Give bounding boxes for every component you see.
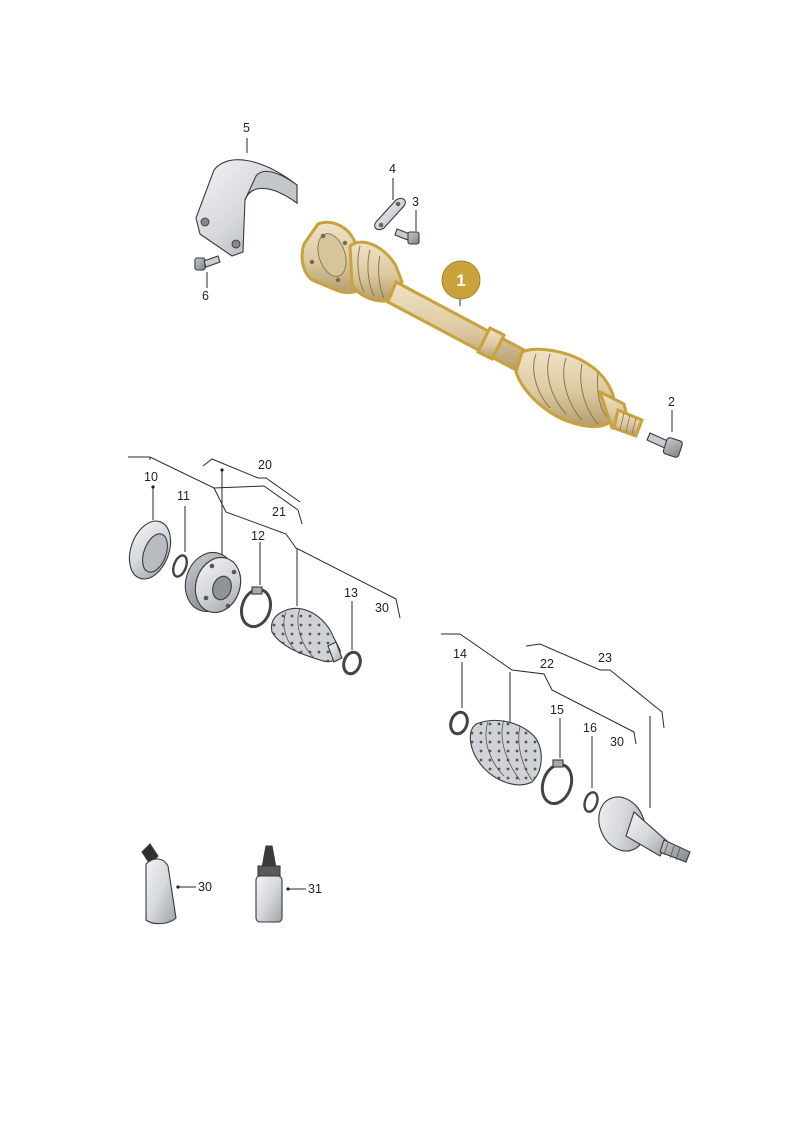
lock-plate-part — [374, 197, 406, 231]
callout-11: 11 — [177, 489, 190, 503]
bolt-2-part — [646, 432, 683, 458]
callout-31: 31 — [308, 882, 322, 896]
dust-cap-part — [128, 520, 172, 580]
callout-15: 15 — [550, 703, 564, 717]
bracket-line-22 — [441, 633, 637, 745]
screw-6-part — [194, 255, 221, 271]
clamp-13-part — [342, 650, 362, 676]
grease-tube-part — [141, 843, 177, 925]
callout-1-badge: 1 — [441, 260, 481, 300]
clamp-14-part — [449, 710, 469, 736]
outer-boot-part — [469, 719, 542, 786]
circlip-16-part — [583, 791, 599, 813]
outer-cv-joint-part — [598, 796, 691, 863]
clamp-15-part — [540, 759, 574, 806]
callout-6: 6 — [202, 289, 209, 303]
bracket-line-20 — [128, 456, 303, 525]
callout-2: 2 — [668, 395, 675, 409]
callout-16: 16 — [583, 721, 597, 735]
circlip-11-part — [172, 554, 188, 578]
callout-30c: 30 — [198, 880, 212, 894]
callout-23: 23 — [598, 651, 612, 665]
bolt-3-part — [394, 228, 420, 245]
callout-10: 10 — [144, 470, 158, 484]
callout-14: 14 — [453, 647, 467, 661]
callout-30b: 30 — [610, 735, 624, 749]
heat-shield-part — [195, 159, 298, 257]
callout-13: 13 — [344, 586, 358, 600]
callout-5: 5 — [243, 121, 250, 135]
callout-20: 20 — [258, 458, 272, 472]
callout-12: 12 — [251, 529, 265, 543]
joint-flange-part — [184, 551, 242, 614]
callout-3: 3 — [412, 195, 419, 209]
inner-boot-part — [270, 607, 343, 663]
clamp-12-part — [239, 586, 273, 629]
callout-1: 1 — [456, 271, 465, 290]
callout-22: 22 — [540, 657, 554, 671]
sealant-bottle-part — [255, 845, 283, 923]
callout-4: 4 — [389, 162, 396, 176]
callout-21: 21 — [272, 505, 286, 519]
drive-shaft-part — [300, 220, 644, 438]
callout-30a: 30 — [375, 601, 389, 615]
